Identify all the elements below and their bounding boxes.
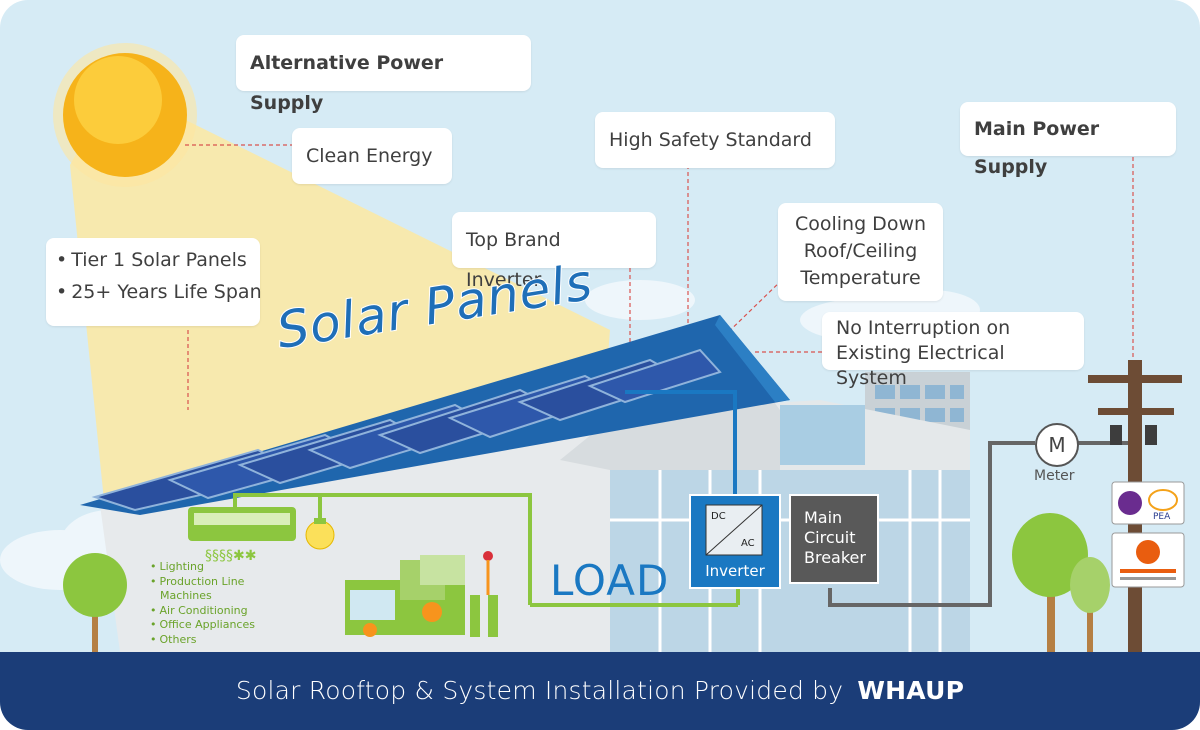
load-item-others: Others xyxy=(150,633,255,648)
feature-lifespan: 25+ Years Life Span xyxy=(56,276,261,308)
callout-clean-energy: Clean Energy xyxy=(292,128,452,184)
footer-text: Solar Rooftop & System Installation Prov… xyxy=(235,676,844,705)
cooling-line-3: Temperature xyxy=(800,267,921,289)
meter-icon: M xyxy=(1035,423,1079,467)
callout-no-interruption: No Interruption on Existing Electrical S… xyxy=(822,312,1084,389)
load-title: LOAD xyxy=(550,556,670,605)
breaker-line-2: Circuit xyxy=(804,528,856,547)
air-conditioner-icon: §§§§✱✱ xyxy=(188,507,296,564)
mea-logo xyxy=(1111,532,1185,588)
tree-left xyxy=(63,553,127,652)
breaker-line-1: Main xyxy=(804,508,843,527)
load-list: Lighting Production Line Machines Air Co… xyxy=(150,560,255,647)
cooling-line-2: Roof/Ceiling xyxy=(803,240,918,262)
breaker-box xyxy=(789,494,879,584)
light-bulb-icon xyxy=(305,518,335,550)
production-machine-icon xyxy=(345,551,498,637)
breaker-line-3: Breaker xyxy=(804,548,866,567)
cooling-line-1: Cooling Down xyxy=(794,213,927,235)
callout-cooling-down: Cooling Down Roof/Ceiling Temperature xyxy=(778,203,943,301)
meter-label: Meter xyxy=(1034,468,1075,484)
ac-wire xyxy=(828,441,1035,607)
breaker-label: Main Circuit Breaker xyxy=(804,508,884,568)
callout-panel-features: Tier 1 Solar Panels 25+ Years Life Span xyxy=(46,238,262,326)
tree-right xyxy=(1012,513,1110,652)
callout-main-power: Main Power Supply xyxy=(960,102,1176,178)
callout-alternative-power: Alternative Power Supply xyxy=(236,35,531,114)
feature-tier1: Tier 1 Solar Panels xyxy=(56,244,250,276)
inverter-label: Inverter xyxy=(705,562,765,580)
svg-text:PEA: PEA xyxy=(1153,512,1171,522)
interruption-line-1: No Interruption on xyxy=(836,317,1011,339)
callout-high-safety: High Safety Standard xyxy=(595,112,835,168)
load-item-production: Production Line xyxy=(150,575,255,590)
load-item-office: Office Appliances xyxy=(150,618,255,633)
footer-banner: Solar Rooftop & System Installation Prov… xyxy=(0,652,1200,730)
solar-panel-array xyxy=(91,348,722,512)
footer-brand: WHAUP xyxy=(857,676,965,705)
pea-logo: PEA xyxy=(1111,481,1185,525)
load-item-machines: Machines xyxy=(160,589,212,602)
callout-top-brand-inverter: Top Brand Inverter xyxy=(452,212,656,291)
sun-icon xyxy=(53,43,197,187)
inverter-dc-label: DC xyxy=(711,511,726,522)
load-item-air-conditioning: Air Conditioning xyxy=(150,604,255,619)
interruption-line-2: Existing Electrical System xyxy=(836,342,1005,389)
inverter-ac-label: AC xyxy=(741,538,755,549)
dc-wire xyxy=(625,390,737,495)
load-item-lighting: Lighting xyxy=(150,560,255,575)
